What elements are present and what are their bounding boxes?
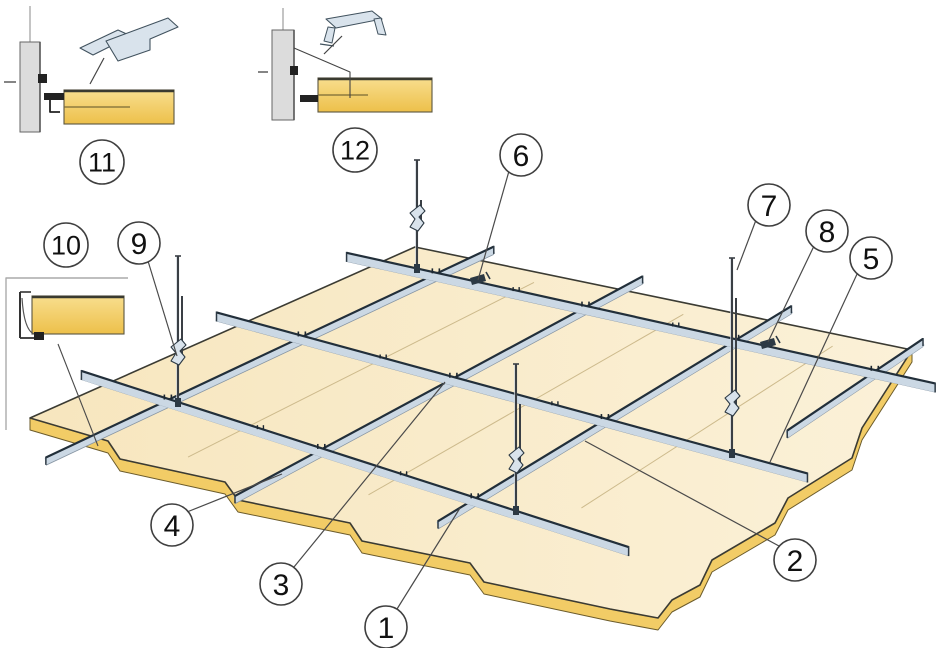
ceiling-assembly xyxy=(29,159,937,631)
panel-section xyxy=(31,295,125,335)
callout-circle xyxy=(150,503,194,547)
inset-detail-11 xyxy=(4,6,179,133)
callout-1: 1 xyxy=(364,507,461,648)
hanger-rod-center xyxy=(508,363,525,515)
rod-hook xyxy=(175,398,181,407)
callout-number: 9 xyxy=(131,228,148,261)
callout-4: 4 xyxy=(150,473,283,547)
bridge-clip-glyph xyxy=(319,10,387,47)
callout-number: 10 xyxy=(51,231,81,261)
main-runner xyxy=(80,369,630,557)
callout-circle xyxy=(773,538,817,582)
hanger-rod-right xyxy=(724,257,741,458)
spring-clip-glyph xyxy=(79,17,179,62)
callout-11: 11 xyxy=(79,139,125,185)
adjustment-clip xyxy=(170,338,187,366)
callout-circle xyxy=(332,127,378,173)
callout-7: 7 xyxy=(736,183,791,271)
wall-anchor xyxy=(38,74,47,83)
callout-number: 2 xyxy=(787,545,804,578)
callout-circle xyxy=(805,209,849,253)
hanger-rod-left xyxy=(170,255,187,407)
cross-tee xyxy=(785,337,925,439)
callout-circle xyxy=(259,562,303,606)
callout-circle xyxy=(499,133,543,177)
callout-circle xyxy=(117,221,161,265)
callout-8: 8 xyxy=(767,209,849,343)
ceiling-panel-plane xyxy=(29,246,913,619)
callout-number: 8 xyxy=(819,216,836,249)
callout-number: 1 xyxy=(378,612,395,645)
edge-connector xyxy=(44,93,64,100)
adjustment-clip xyxy=(724,389,741,417)
callout-number: 11 xyxy=(88,148,116,178)
adjustment-clip xyxy=(508,446,525,474)
wall-anchor xyxy=(290,66,298,75)
rod-hook xyxy=(729,449,735,458)
callout-number: 3 xyxy=(273,569,290,602)
callout-number: 7 xyxy=(761,190,778,223)
callout-number: 6 xyxy=(513,140,530,173)
rod-hook xyxy=(414,264,420,273)
callout-circle xyxy=(364,605,408,648)
callout-circle xyxy=(79,139,125,185)
callout-circle xyxy=(747,183,791,227)
shape xyxy=(373,17,387,36)
callout-10: 10 xyxy=(43,222,89,268)
shape xyxy=(325,10,383,29)
callout-2: 2 xyxy=(584,440,817,582)
callout-circle xyxy=(849,236,893,280)
callout-number: 12 xyxy=(340,136,370,166)
callout-3: 3 xyxy=(259,381,446,606)
callout-6: 6 xyxy=(477,133,543,281)
edge-trim-profile xyxy=(19,291,35,339)
callout-12: 12 xyxy=(332,127,378,173)
trim-clip xyxy=(34,332,44,340)
shape xyxy=(105,17,179,62)
hold-down-clip xyxy=(760,338,776,349)
callout-number: 5 xyxy=(863,243,880,276)
connection-marks xyxy=(163,268,880,499)
main-runner xyxy=(345,251,937,393)
cross-tee xyxy=(44,245,496,466)
inset-detail-10 xyxy=(5,277,128,447)
edge-connector xyxy=(300,95,318,102)
callout-9: 9 xyxy=(117,221,178,357)
hanger-rod-top xyxy=(409,159,426,273)
callout-5: 5 xyxy=(769,236,893,463)
shape xyxy=(323,26,336,44)
main-runners xyxy=(80,251,937,557)
main-runner xyxy=(215,311,809,483)
cross-tees xyxy=(44,245,925,530)
wall-section xyxy=(19,41,41,133)
callout-number: 4 xyxy=(164,510,181,543)
adjustment-clip xyxy=(409,204,426,232)
inset-detail-12 xyxy=(258,8,433,121)
rod-hook xyxy=(513,506,519,515)
callout-circle xyxy=(43,222,89,268)
